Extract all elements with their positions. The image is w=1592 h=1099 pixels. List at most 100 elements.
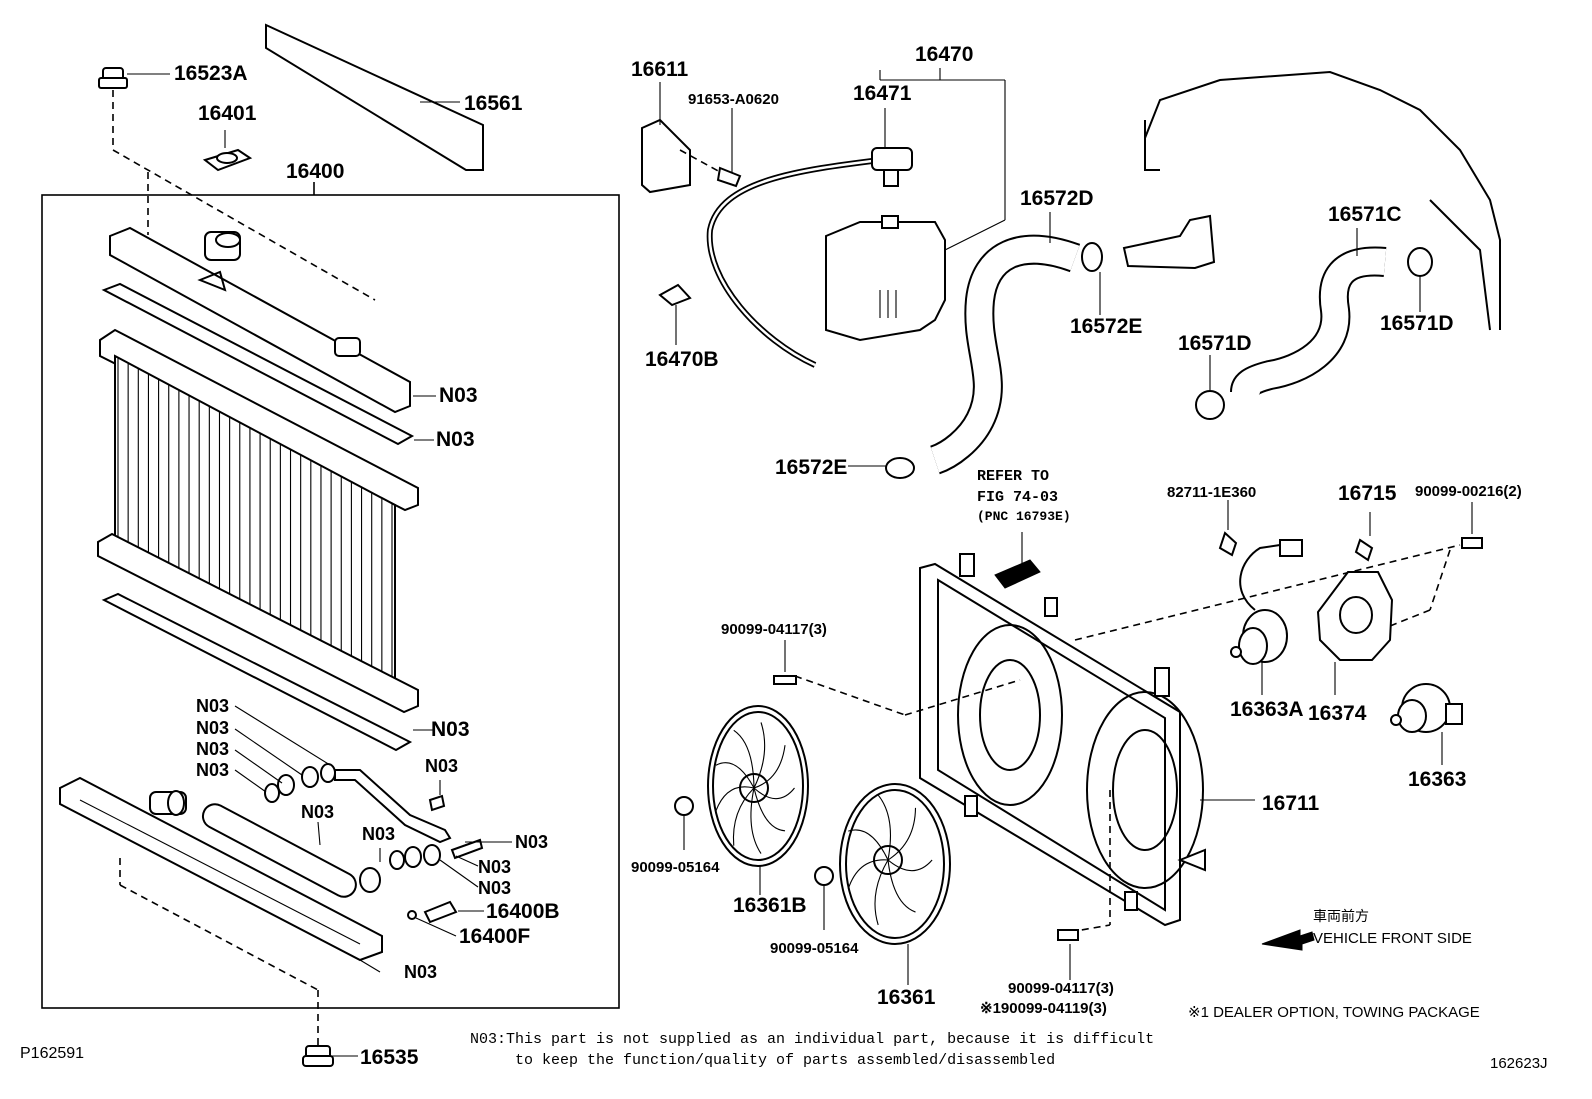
label-90099-00216: 90099-00216(2) xyxy=(1415,483,1522,500)
fan-blade xyxy=(874,859,889,926)
label-90099-05164-right: 90099-05164 xyxy=(770,940,859,957)
direction-en: VEHICLE FRONT SIDE xyxy=(1313,930,1472,947)
fan-16361b xyxy=(707,705,809,895)
label-16572d: 16572D xyxy=(1020,187,1094,210)
hose-clamp-16572e-top xyxy=(1081,242,1103,272)
label-16470b: 16470B xyxy=(645,348,719,371)
fan-blade xyxy=(847,859,889,890)
label-16535: 16535 xyxy=(360,1046,419,1069)
n03-label: N03 xyxy=(362,824,395,844)
refer-line-1: REFER TO xyxy=(977,468,1049,485)
fan-motor-16363a xyxy=(1218,500,1303,695)
lower-hose-group xyxy=(1195,228,1433,420)
label-16711: 16711 xyxy=(1262,792,1320,815)
n03-label: N03 xyxy=(478,857,511,877)
label-90099-04117-top: 90099-04117(3) xyxy=(721,621,827,638)
n03-label: N03 xyxy=(196,696,229,716)
label-16571c: 16571C xyxy=(1328,203,1402,226)
hood-seal-16561 xyxy=(265,23,484,171)
n03-label: N03 xyxy=(196,718,229,738)
diagram-id-right: 162623J xyxy=(1490,1055,1548,1072)
radiator-assembly-frame xyxy=(41,194,620,1009)
oil-cooler-pipe xyxy=(201,769,452,898)
label-16374: 16374 xyxy=(1308,702,1367,725)
fan-blade xyxy=(715,786,755,811)
drain-plug-16535 xyxy=(302,990,358,1067)
lower-gasket xyxy=(101,592,413,752)
shroud-16374 xyxy=(1316,512,1394,695)
n03-label: N03 xyxy=(301,802,334,822)
dealer-option-note: ※1 DEALER OPTION, TOWING PACKAGE xyxy=(1188,1004,1480,1021)
fan-blade xyxy=(753,745,786,789)
upper-tank xyxy=(109,226,436,414)
n03-label: N03 xyxy=(478,878,511,898)
n03-label: N03 xyxy=(436,428,475,451)
label-16470: 16470 xyxy=(915,43,973,66)
label-16572e-top: 16572E xyxy=(1070,315,1142,338)
radiator-cap-16401 xyxy=(147,130,253,235)
hose-clamp-16572e-bottom xyxy=(885,457,915,479)
label-16572e-bottom: 16572E xyxy=(775,456,847,479)
notes: 車両前方 VEHICLE FRONT SIDE ※1 DEALER OPTION… xyxy=(20,908,1548,1072)
label-16400f: 16400F xyxy=(459,925,530,948)
n03-label: N03 xyxy=(439,384,478,407)
label-16561: 16561 xyxy=(464,92,523,115)
refer-line-2: FIG 74-03 xyxy=(977,489,1058,506)
engine-outline xyxy=(1144,70,1501,330)
label-90099-04117-bottom: 90099-04117(3) xyxy=(1008,980,1114,997)
fan-shroud-16711 xyxy=(919,532,1255,927)
label-16523a: 16523A xyxy=(174,62,248,85)
n03-label: N03 xyxy=(425,756,458,776)
label-16611: 16611 xyxy=(631,58,689,81)
fan-blade xyxy=(753,722,766,789)
n03-note-line-2: to keep the function/quality of parts as… xyxy=(515,1052,1055,1069)
fan-blade xyxy=(887,807,917,861)
label-90099-04119: ※190099-04119(3) xyxy=(980,1000,1107,1017)
fan-blade xyxy=(732,787,755,846)
radiator-fins xyxy=(117,358,393,690)
n03-label: N03 xyxy=(196,739,229,759)
n03-label: N03 xyxy=(515,832,548,852)
washers-and-nuts xyxy=(234,705,512,937)
nut-90099-05164-right xyxy=(814,866,834,886)
label-90099-05164-left: 90099-05164 xyxy=(631,859,720,876)
label-16471: 16471 xyxy=(853,82,912,105)
label-16400: 16400 xyxy=(286,160,344,183)
fan-blade xyxy=(848,829,889,861)
hose-clamp-16571d-right xyxy=(1407,247,1433,277)
vehicle-front-arrow-icon xyxy=(1261,929,1315,951)
fan-blade xyxy=(715,762,755,789)
label-16571d-right: 16571D xyxy=(1380,312,1454,335)
label-82711-1e360: 82711-1E360 xyxy=(1167,484,1256,501)
part-number-labels: 16523A 16401 16561 16400 16611 91653-A06… xyxy=(174,43,1522,1069)
bolt-90099-04117-top xyxy=(773,675,797,685)
fan-motor-16363 xyxy=(1390,683,1463,765)
diagram-id-left: P162591 xyxy=(20,1045,84,1062)
n03-labels: N03 N03 N03 N03 N03 N03 N03 N03 N03 N03 … xyxy=(196,384,548,982)
reservoir-tank-16470 xyxy=(825,68,1006,342)
n03-label: N03 xyxy=(404,962,437,982)
refer-line-3: (PNC 16793E) xyxy=(977,509,1071,524)
fan-blade xyxy=(753,787,786,832)
fan-blade xyxy=(877,794,892,861)
bracket-16611 xyxy=(641,118,691,194)
n03-label: N03 xyxy=(431,718,470,741)
upper-hose-group xyxy=(848,212,1216,479)
reservoir-group xyxy=(641,68,1006,368)
fan-blade xyxy=(887,859,916,913)
label-16361b: 16361B xyxy=(733,894,807,917)
upper-gasket xyxy=(101,282,415,446)
n03-label: N03 xyxy=(196,760,229,780)
hose-clamp-16571d-left xyxy=(1195,390,1225,420)
fan-blade xyxy=(753,787,795,800)
label-16571d-left: 16571D xyxy=(1178,332,1252,355)
radiator-core xyxy=(97,328,419,714)
nut-90099-05164-left xyxy=(674,796,694,816)
fan-blade xyxy=(887,859,933,872)
clip-16470b xyxy=(658,283,692,307)
radiator-group xyxy=(41,23,620,1067)
n03-note-line-1: N03:This part is not supplied as an indi… xyxy=(470,1031,1154,1048)
label-16400b: 16400B xyxy=(486,900,560,923)
radiator-cap-plug-16523a xyxy=(98,67,376,301)
